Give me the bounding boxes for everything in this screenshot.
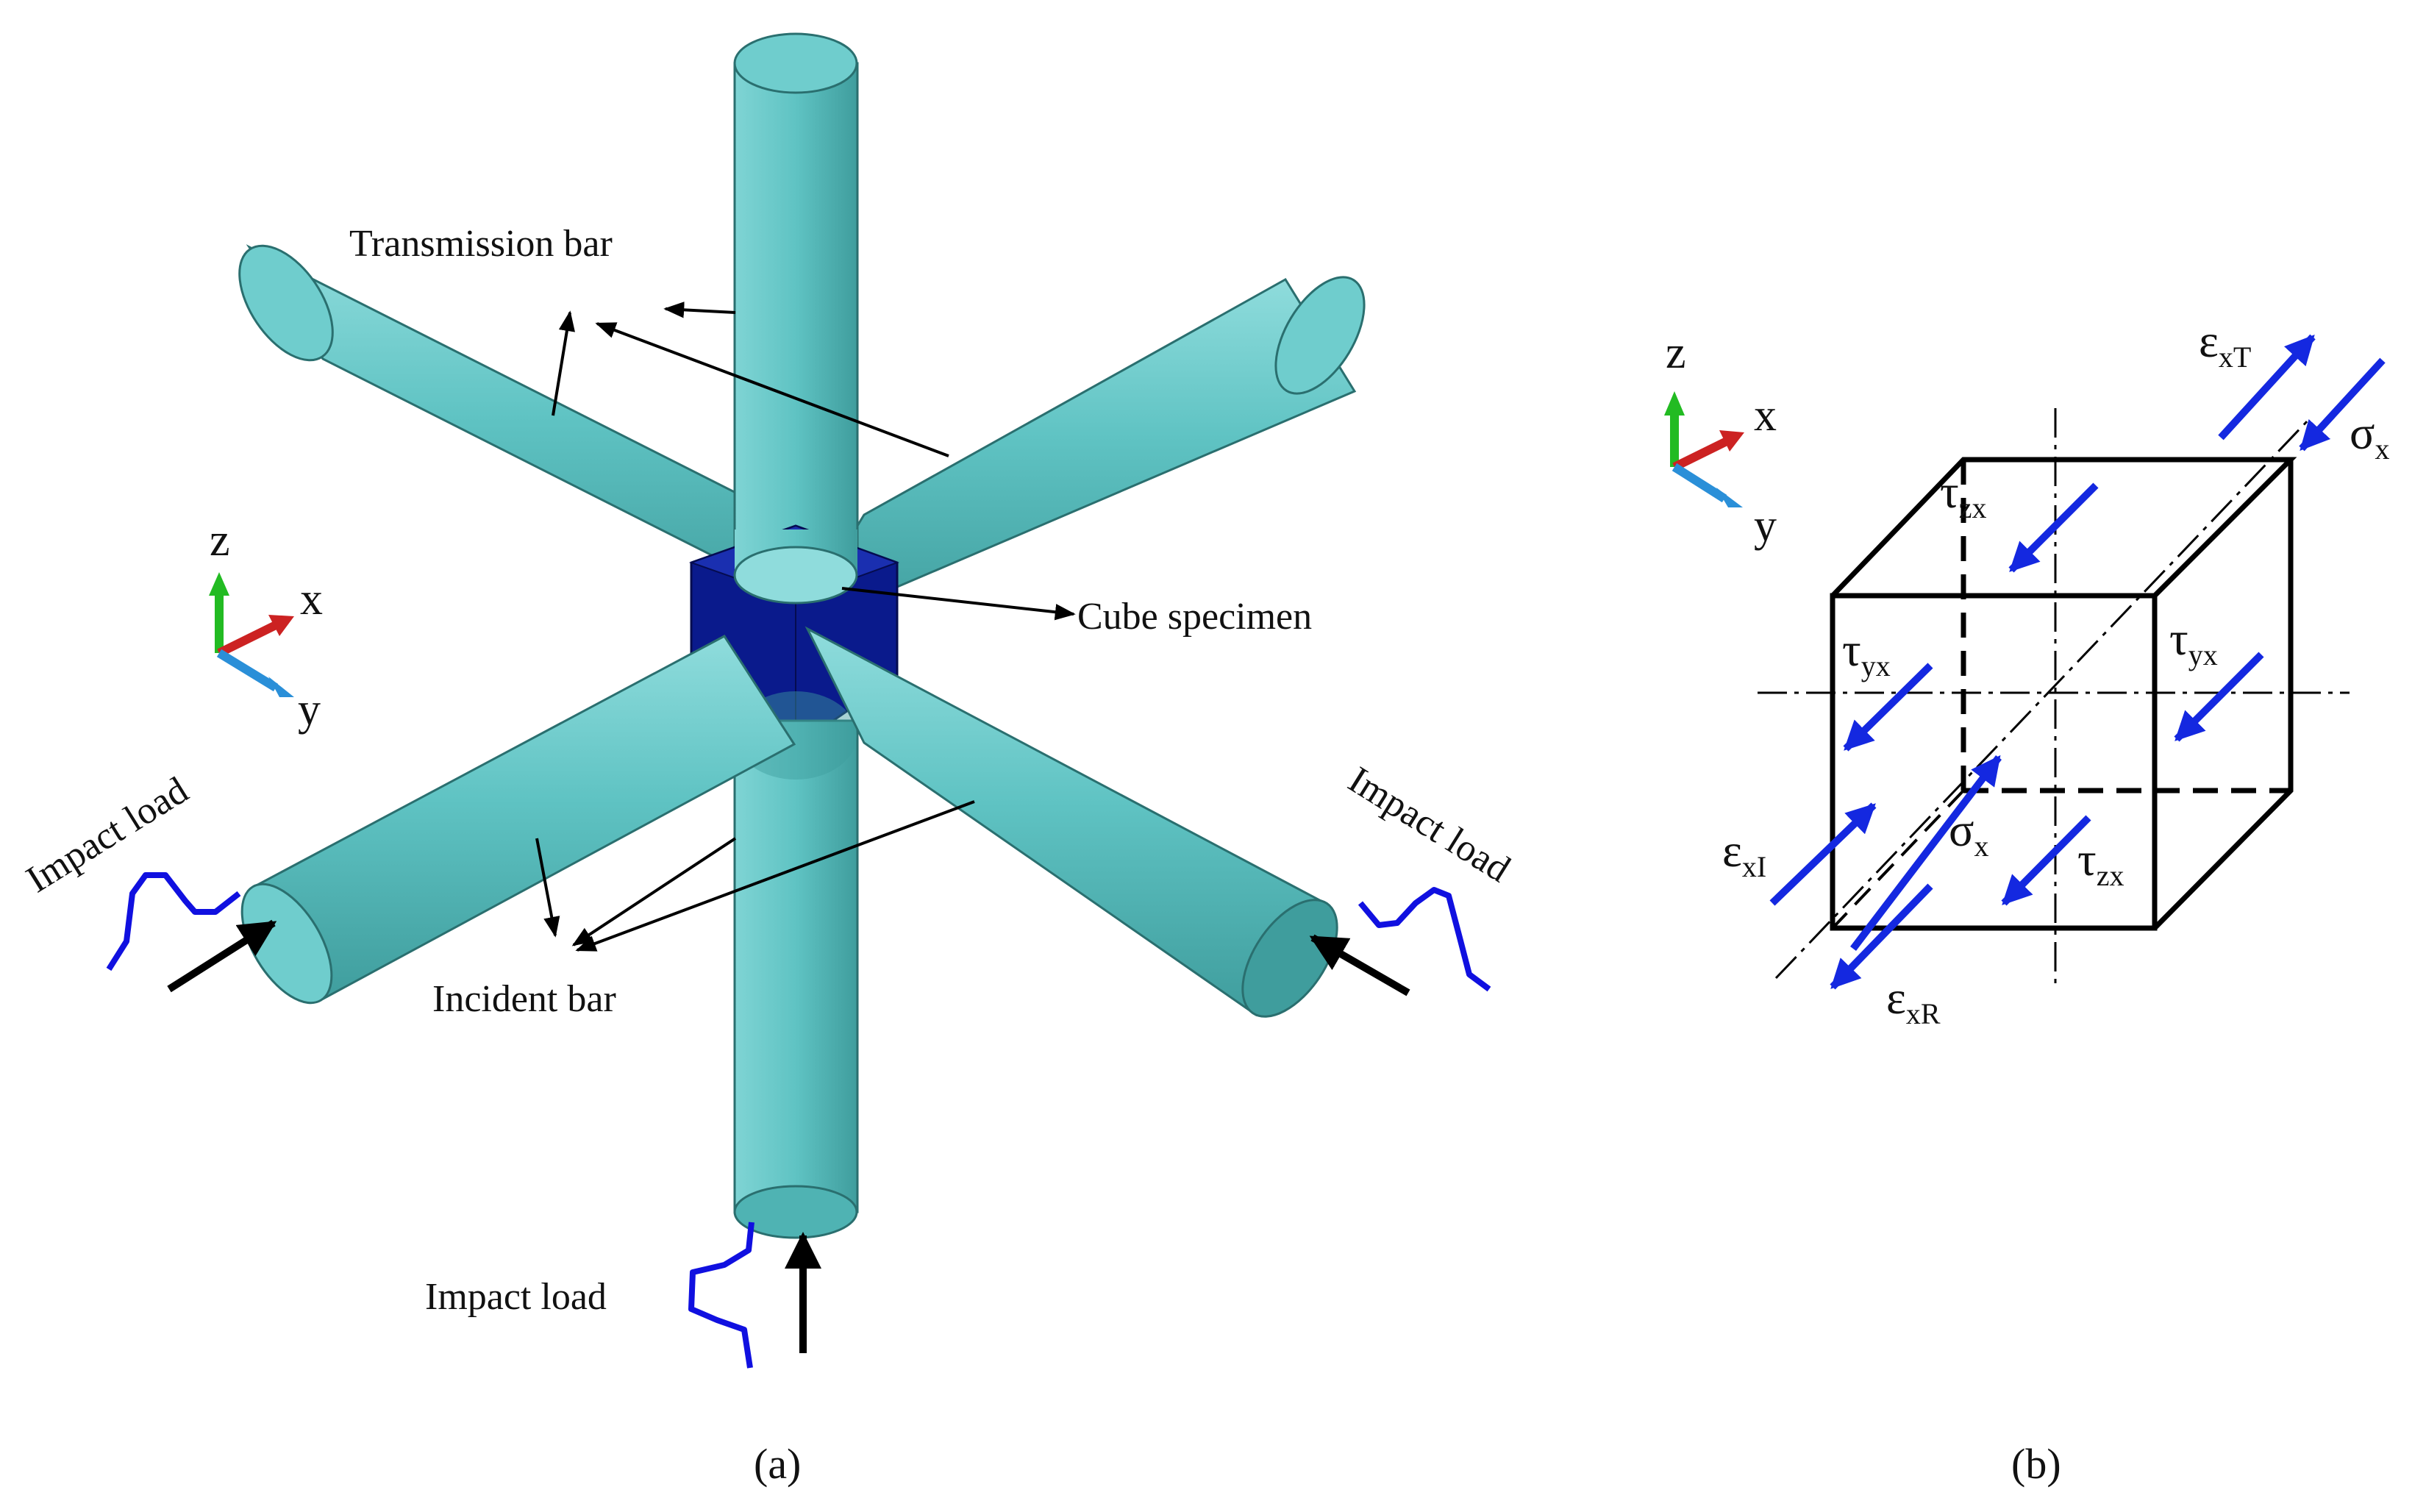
bar-vertical-neck bbox=[733, 529, 858, 605]
bar-vertical-top bbox=[733, 32, 859, 580]
cube-specimen-label: Cube specimen bbox=[1077, 596, 1312, 638]
impact-arrow-left bbox=[167, 919, 277, 993]
center-lines bbox=[1758, 408, 2350, 989]
panel-b-label: (b) bbox=[2011, 1440, 2061, 1488]
axis-b-x-label: x bbox=[1754, 391, 1777, 441]
impact-arrows bbox=[167, 919, 1410, 1353]
sigma-mid-label: σx bbox=[1949, 804, 1989, 863]
axis-triad-a: z x y bbox=[209, 516, 323, 735]
tau-zx-bottom-arrow bbox=[2001, 815, 2091, 906]
impact-wave-bottom bbox=[688, 1222, 754, 1369]
axis-b-y-label: y bbox=[1754, 501, 1777, 551]
impact-load-bottom-label: Impact load bbox=[425, 1276, 607, 1318]
panel-a: Transmission bar Cube specimen Incident … bbox=[19, 32, 1518, 1488]
impact-wave-right bbox=[1358, 887, 1491, 992]
bar-lower-right bbox=[804, 626, 1338, 1018]
tau-yx-left-arrow bbox=[1843, 663, 1933, 752]
sigma-mid-arrow-line bbox=[1850, 755, 2002, 952]
eps-I-arrow bbox=[1769, 802, 1877, 906]
impact-arrow-right bbox=[1309, 934, 1410, 996]
impact-wave-left bbox=[106, 872, 241, 971]
eps-T-label: εxT bbox=[2199, 315, 2251, 374]
incident-bar-label: Incident bar bbox=[432, 978, 616, 1020]
tau-zx-top-arrow bbox=[2008, 482, 2099, 573]
tau-zx-bottom-label: τzx bbox=[2077, 833, 2124, 892]
axis-a-z-label: z bbox=[210, 516, 230, 566]
stress-arrows bbox=[1769, 334, 2386, 990]
eps-R-label: εxR bbox=[1886, 971, 1941, 1030]
tau-yx-right-label: τyx bbox=[2169, 613, 2218, 671]
axis-b-z-label: z bbox=[1666, 328, 1686, 378]
axis-a-y-label: y bbox=[298, 685, 321, 735]
axis-a-x-label: x bbox=[300, 574, 323, 624]
bar-vertical-bottom bbox=[733, 691, 859, 1239]
eps-I-label: εxI bbox=[1722, 824, 1766, 883]
transmission-bar-label: Transmission bar bbox=[349, 223, 613, 265]
stress-cube bbox=[1830, 457, 2297, 931]
tau-yx-left-label: τyx bbox=[1842, 624, 1891, 682]
sigma-top-label: σx bbox=[2350, 407, 2390, 466]
tau-zx-top-label: τzx bbox=[1940, 466, 1986, 524]
leader-lines bbox=[535, 302, 1076, 952]
sigma-top-arrow bbox=[2299, 357, 2386, 452]
eps-R-arrow bbox=[1830, 883, 1933, 990]
bar-lower-left bbox=[240, 635, 796, 1005]
eps-T-arrow bbox=[2218, 334, 2316, 441]
tau-yx-right-arrow bbox=[2174, 652, 2264, 742]
panel-b: z x y bbox=[1664, 315, 2390, 1488]
panel-a-label: (a) bbox=[754, 1440, 801, 1488]
impact-load-right-label: Impact load bbox=[1341, 759, 1518, 891]
axis-triad-b: z x y bbox=[1664, 328, 1777, 551]
